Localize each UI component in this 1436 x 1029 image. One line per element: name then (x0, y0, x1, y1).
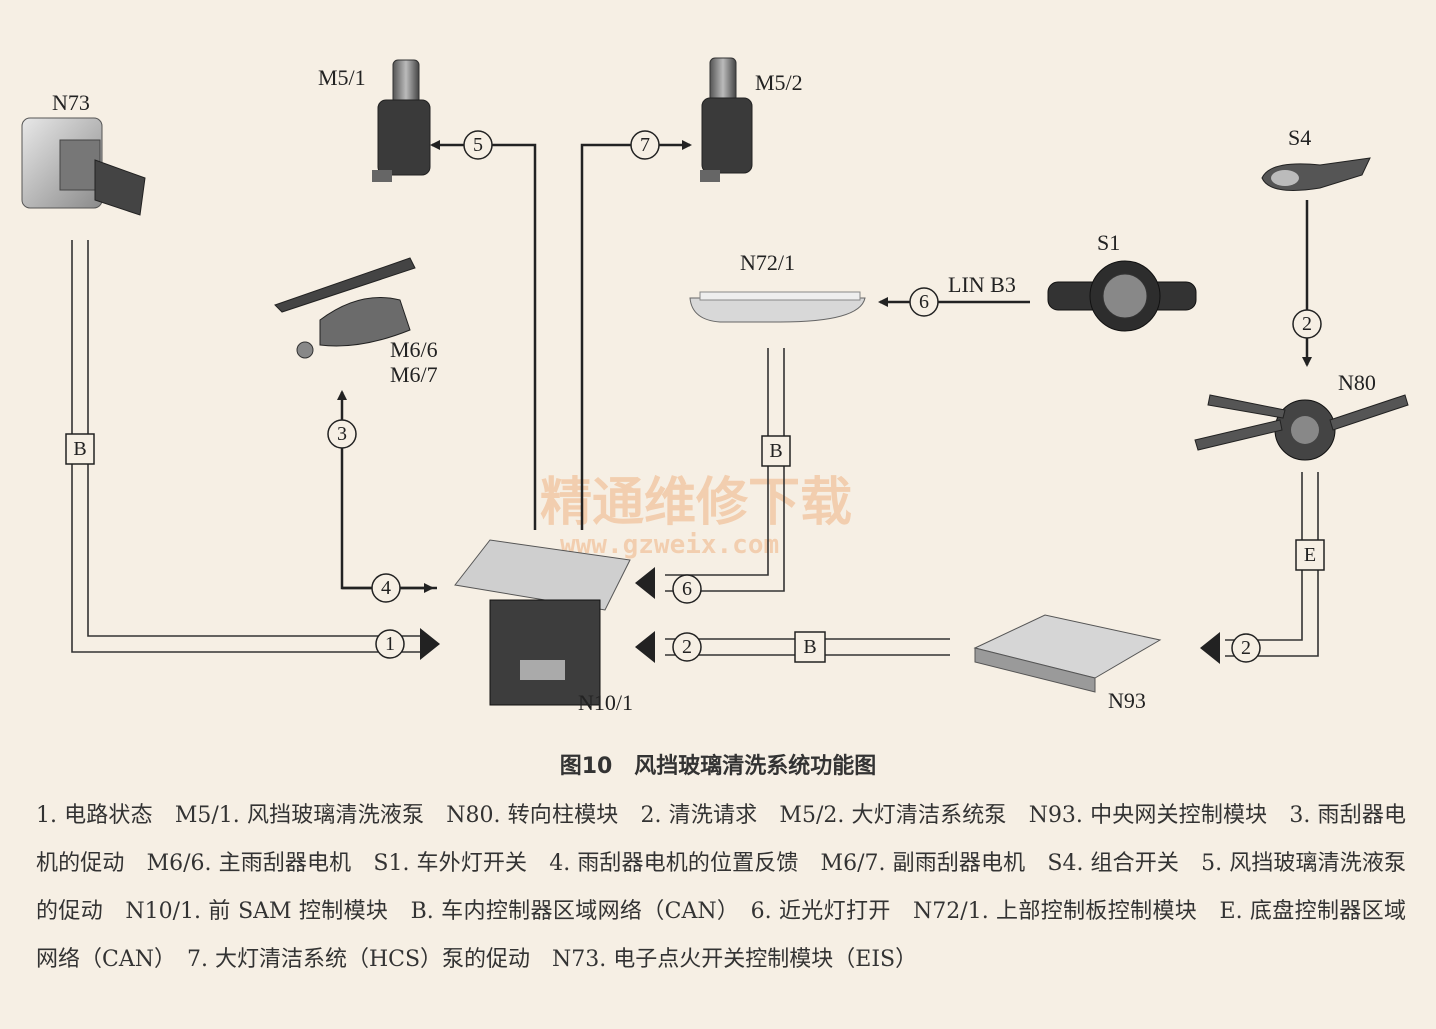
bus-box-b-3: B (794, 631, 826, 663)
n93-gateway-module-icon (973, 614, 1162, 693)
svg-text:7: 7 (640, 134, 650, 156)
label-s4: S4 (1288, 125, 1311, 150)
legend-text: 1. 电路状态 M5/1. 风挡玻璃清洗液泵 N80. 转向柱模块 2. 清洗请… (36, 803, 1406, 972)
label-n93: N93 (1108, 688, 1146, 713)
s1-light-switch-icon (1047, 260, 1197, 332)
signal-circle-5: 5 (463, 130, 493, 160)
signal-circle-1: 1 (375, 629, 405, 659)
bus-box-b-2: B (761, 435, 791, 467)
label-lin-b3: LIN B3 (948, 272, 1016, 297)
svg-text:2: 2 (682, 636, 692, 658)
svg-text:6: 6 (682, 578, 692, 600)
n73-ignition-switch-icon (21, 117, 146, 216)
arrow-2-n93 (1200, 632, 1220, 664)
watermark-cn: 精通维修下载 (540, 473, 852, 533)
signal-circle-6-lin: 6 (909, 287, 939, 317)
signal-circle-2-n93: 2 (1231, 633, 1261, 663)
signal-line-3 (337, 390, 437, 590)
label-n73: N73 (52, 90, 90, 115)
label-m5-2: M5/2 (755, 70, 803, 95)
label-n72-1: N72/1 (740, 250, 795, 275)
bus-box-b-1: B (65, 433, 95, 465)
s4-combination-switch-icon (1261, 157, 1371, 191)
svg-text:2: 2 (1302, 313, 1312, 335)
arrow-1 (420, 628, 440, 660)
svg-text:B: B (803, 636, 816, 658)
svg-text:6: 6 (919, 291, 929, 313)
signal-circle-3: 3 (327, 419, 357, 449)
m6-wiper-motor-icon (274, 257, 416, 359)
arrow-2-n10 (635, 631, 655, 663)
bus-box-e: E (1295, 539, 1325, 571)
n10-1-front-sam-module-icon (454, 539, 631, 706)
svg-text:B: B (769, 440, 782, 462)
label-m5-1: M5/1 (318, 65, 366, 90)
can-bus-b-n72 (665, 348, 785, 592)
svg-text:B: B (73, 438, 86, 460)
n80-steering-column-module-icon (1194, 394, 1409, 461)
svg-text:2: 2 (1241, 637, 1251, 659)
label-n80: N80 (1338, 370, 1376, 395)
svg-text:5: 5 (473, 134, 483, 156)
n72-1-overhead-panel-icon (689, 291, 866, 323)
svg-text:1: 1 (385, 633, 395, 655)
signal-circle-4: 4 (371, 573, 401, 603)
arrow-6-bus (635, 567, 655, 599)
function-diagram: 精通维修下载 www.gzweix.com N73 M5/1 M5/2 S4 S… (21, 57, 1409, 715)
can-bus-b-n73 (71, 240, 420, 653)
label-n10-1: N10/1 (578, 690, 633, 715)
signal-circle-6-bus: 6 (672, 574, 702, 604)
signal-line-5 (430, 140, 537, 530)
label-m6-7: M6/7 (390, 362, 438, 387)
signal-circle-7: 7 (630, 130, 660, 160)
svg-text:3: 3 (337, 423, 347, 445)
m5-1-washer-pump-icon (372, 59, 431, 182)
label-s1: S1 (1097, 230, 1120, 255)
svg-text:E: E (1304, 544, 1316, 566)
signal-circle-2-n10: 2 (672, 632, 702, 662)
svg-text:4: 4 (381, 577, 391, 599)
figure-caption: 图10 风挡玻璃清洗系统功能图 (559, 754, 877, 779)
label-m6-6: M6/6 (390, 337, 438, 362)
signal-circle-2-s4: 2 (1292, 309, 1322, 339)
m5-2-headlamp-pump-icon (700, 57, 753, 182)
